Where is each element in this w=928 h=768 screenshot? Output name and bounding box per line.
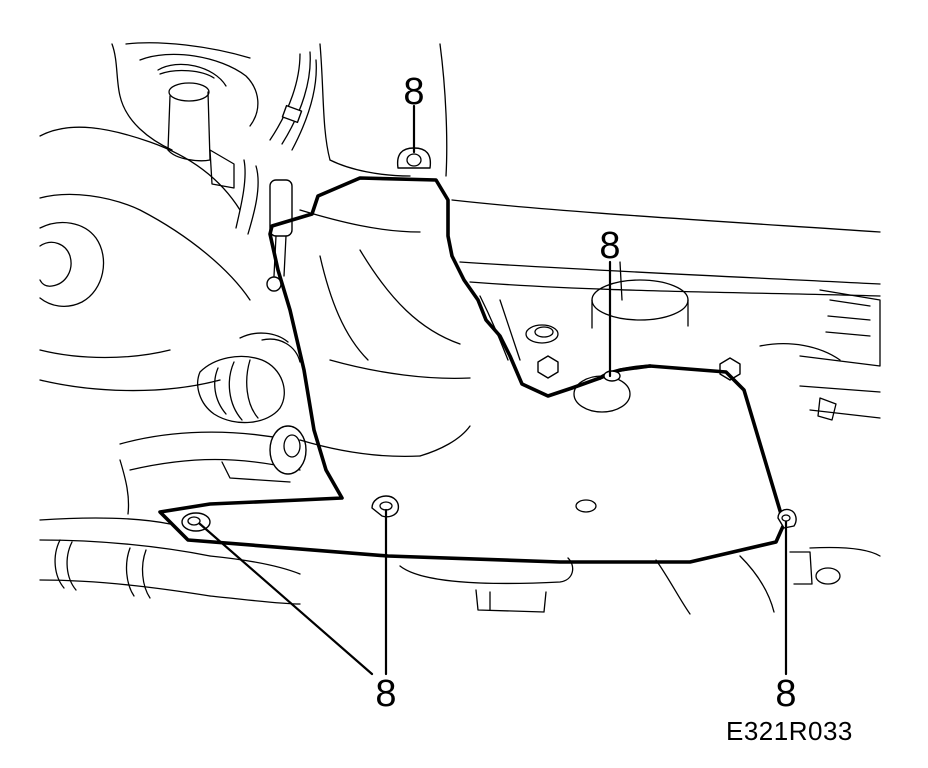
- leader-left: [198, 522, 374, 676]
- callout-label-right-center: 8: [599, 225, 620, 267]
- fastener-center: [371, 495, 400, 518]
- figure-id: E321R033: [726, 716, 853, 746]
- callout-label-bottom-right: 8: [775, 673, 796, 715]
- fastener-right-center: [573, 370, 631, 413]
- background-line-art: [39, 42, 881, 615]
- callout-label-bottom-left: 8: [375, 673, 396, 715]
- callout-label-top: 8: [403, 71, 424, 113]
- callout-labels: 8 8 8 8: [375, 71, 796, 715]
- fastener-details: [181, 147, 797, 532]
- fastener-right: [777, 508, 797, 529]
- underbody-shield-outline: [158, 176, 786, 564]
- callout-leaders: [198, 104, 788, 676]
